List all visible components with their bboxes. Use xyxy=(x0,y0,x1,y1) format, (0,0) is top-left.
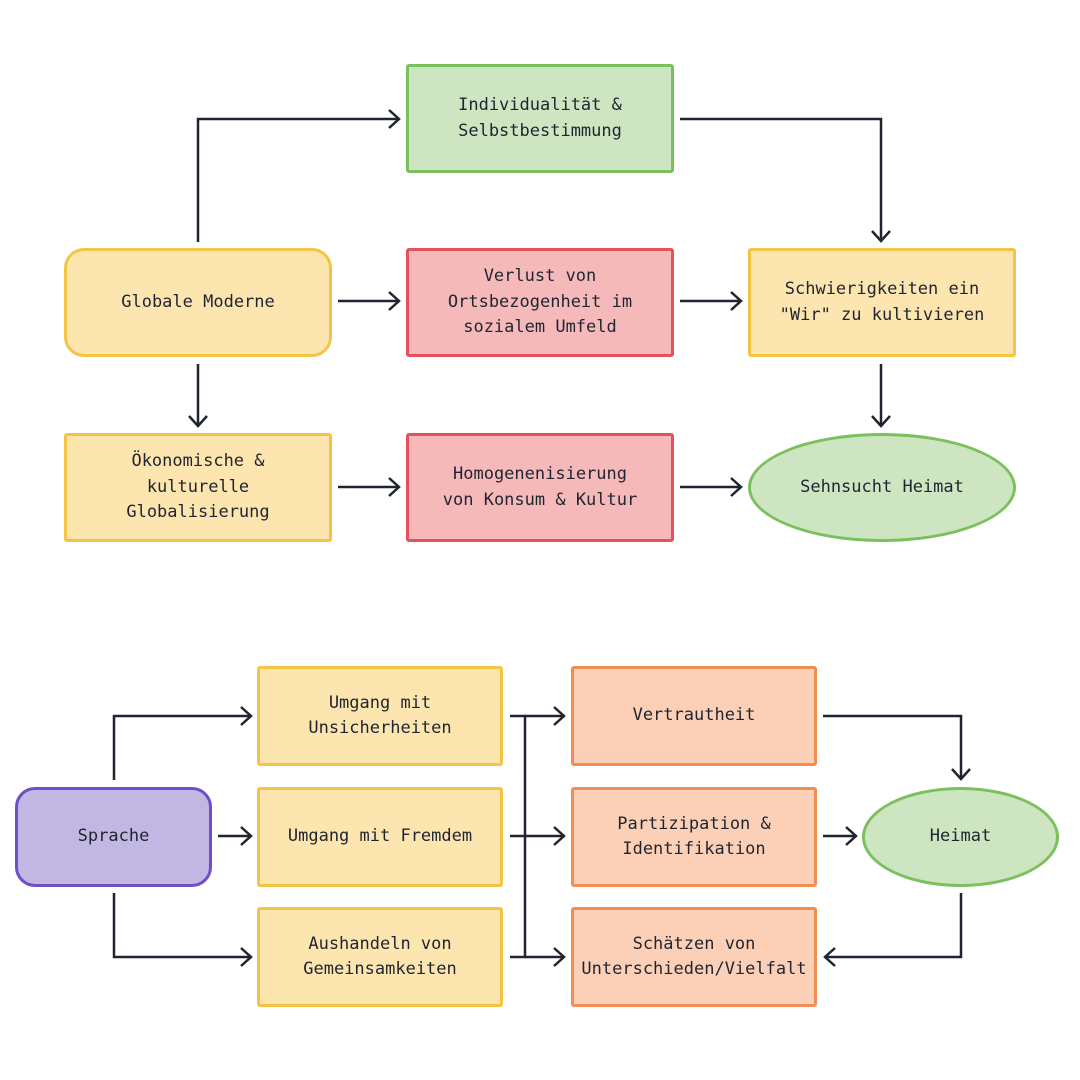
arrow-individualitaet-to-schwierigkeiten xyxy=(680,117,883,240)
node-unterschiede-label: Schätzen von Unterschieden/Vielfalt xyxy=(581,933,807,980)
node-fremdem-label: Umgang mit Fremdem xyxy=(287,826,473,847)
node-verlust: Verlust von Ortsbezogenheit im sozialem … xyxy=(406,248,674,357)
node-gemeinsamkeiten-label: Aushandeln von Gemeinsamkeiten xyxy=(303,933,457,980)
node-gemeinsamkeiten: Aushandeln von Gemeinsamkeiten xyxy=(257,907,503,1007)
node-homogenisierung-label: Homogenenisierung von Konsum & Kultur xyxy=(442,464,638,510)
arrow-sprache-to-gemeinsamkeiten xyxy=(112,893,250,959)
node-verlust-label: Verlust von Ortsbezogenheit im sozialem … xyxy=(447,266,633,338)
arrowhead xyxy=(553,947,566,967)
node-schwierigkeiten-label: Schwierigkeiten ein "Wir" zu kultivieren xyxy=(779,279,985,325)
arrowhead xyxy=(388,291,401,311)
arrowhead xyxy=(823,947,836,967)
node-sprache: Sprache xyxy=(15,787,212,887)
node-heimat: Heimat xyxy=(862,787,1059,887)
arrowhead xyxy=(188,415,208,428)
arrowhead xyxy=(871,415,891,428)
arrowhead xyxy=(388,477,401,497)
node-oekonomische-label: Ökonomische & kulturelle Globalisierung xyxy=(126,451,270,523)
arrowhead xyxy=(871,230,891,243)
node-fremdem: Umgang mit Fremdem xyxy=(257,787,503,887)
arrowhead xyxy=(553,706,566,726)
node-globale-moderne-label: Globale Moderne xyxy=(121,291,275,312)
node-sehnsucht-heimat: Sehnsucht Heimat xyxy=(748,433,1016,542)
node-partizipation: Partizipation & Identifikation xyxy=(571,787,817,887)
node-heimat-label: Heimat xyxy=(929,826,992,847)
node-sprache-label: Sprache xyxy=(77,826,150,847)
node-vertrautheit-label: Vertrautheit xyxy=(632,705,756,726)
node-individualitaet-label: Individualität & Selbstbestimmung xyxy=(458,95,622,141)
node-homogenisierung: Homogenenisierung von Konsum & Kultur xyxy=(406,433,674,542)
arrowhead xyxy=(730,291,743,311)
node-vertrautheit: Vertrautheit xyxy=(571,666,817,766)
arrowhead xyxy=(240,826,253,846)
arrowhead xyxy=(951,768,971,781)
arrow-sprache-to-unsicherheiten xyxy=(112,714,250,780)
arrowhead xyxy=(240,706,253,726)
node-partizipation-label: Partizipation & Identifikation xyxy=(617,813,771,860)
arrowhead xyxy=(240,947,253,967)
arrowhead xyxy=(388,109,401,129)
node-sehnsucht-heimat-label: Sehnsucht Heimat xyxy=(800,476,964,497)
node-unsicherheiten: Umgang mit Unsicherheiten xyxy=(257,666,503,766)
node-individualitaet: Individualität & Selbstbestimmung xyxy=(406,64,674,173)
arrowhead xyxy=(553,826,566,846)
node-unsicherheiten-label: Umgang mit Unsicherheiten xyxy=(308,692,452,739)
node-unterschiede: Schätzen von Unterschieden/Vielfalt xyxy=(571,907,817,1007)
arrow-vertrautheit-to-heimat xyxy=(823,714,963,778)
arrow-moderne-to-individualitaet xyxy=(196,117,398,242)
arrow-heimat-to-unterschiede xyxy=(826,893,963,959)
node-schwierigkeiten: Schwierigkeiten ein "Wir" zu kultivieren xyxy=(748,248,1016,357)
arrowhead xyxy=(730,477,743,497)
arrowhead xyxy=(845,826,858,846)
node-oekonomische: Ökonomische & kulturelle Globalisierung xyxy=(64,433,332,542)
node-globale-moderne: Globale Moderne xyxy=(64,248,332,357)
